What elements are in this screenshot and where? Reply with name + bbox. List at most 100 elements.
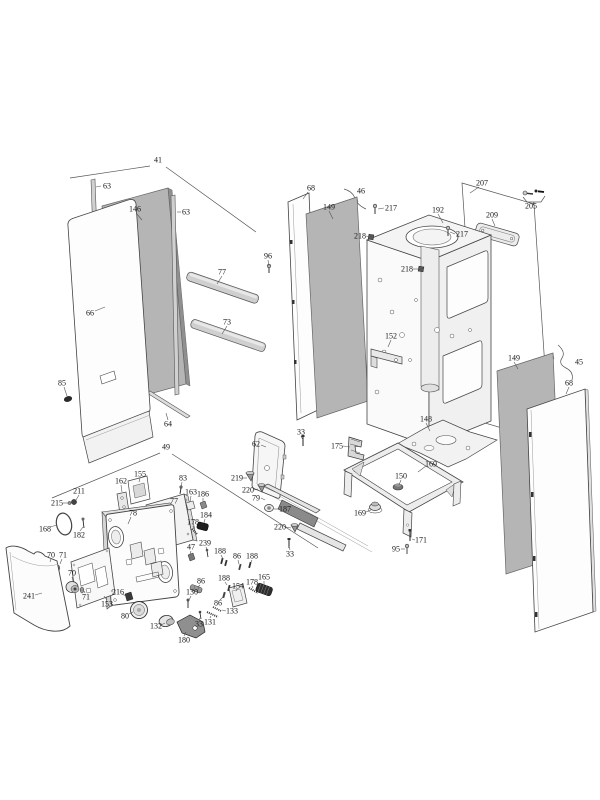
part-label: 63 <box>103 182 111 191</box>
part-label: 162 <box>115 477 127 486</box>
chassis-window-lower <box>442 340 483 404</box>
leader-line <box>160 622 166 626</box>
part-label: 46 <box>357 187 365 196</box>
part-label: 187 <box>279 505 291 514</box>
leader-line <box>260 497 266 501</box>
grommet-169-icon <box>367 501 383 514</box>
frame-leg-front <box>402 508 413 538</box>
washer-71-lower-icon <box>79 586 85 594</box>
part-label: 178 <box>187 518 199 527</box>
leader-line <box>253 488 259 491</box>
leader-line <box>183 631 187 637</box>
part-label: 149 <box>323 203 335 212</box>
part-label: 77 <box>218 268 226 277</box>
part-label: 131 <box>204 618 216 627</box>
leader-line <box>365 235 371 238</box>
screw-33-bottom-icon <box>198 610 202 620</box>
part-label: 96 <box>264 252 272 261</box>
part-label: 153 <box>101 600 113 609</box>
panel-clip <box>294 360 297 364</box>
knob-70-lower-icon <box>65 581 80 593</box>
leader-line <box>127 516 132 525</box>
part-label: 184 <box>200 511 212 520</box>
panel-clip <box>529 432 532 437</box>
frame-leg-right <box>452 480 462 507</box>
leader-line <box>387 339 392 348</box>
part-label: 217 <box>456 230 468 239</box>
front-panel-66 <box>67 199 151 440</box>
leader-line <box>267 259 270 267</box>
screw-171-icon <box>408 529 412 541</box>
gasket-ring-168 <box>55 512 73 536</box>
hinge-rail-79b <box>296 522 347 552</box>
leader-line <box>221 609 227 612</box>
spring-131-icon <box>206 611 219 618</box>
pin-188a2-icon <box>224 559 228 567</box>
leader-line <box>220 554 224 560</box>
part-label: 86 <box>233 552 241 561</box>
flue-duct <box>420 245 440 391</box>
chassis-window-upper <box>446 250 489 319</box>
part-label: 220 <box>274 523 286 532</box>
panel-clip <box>531 492 534 497</box>
grommet-150-icon <box>392 483 404 491</box>
washer-215-icon <box>67 501 72 505</box>
part-label: 217 <box>385 204 397 213</box>
hinge-bracket-79 <box>277 499 319 528</box>
leader-line <box>251 585 254 589</box>
trim-strip-64 <box>146 390 191 419</box>
part-label: 216 <box>112 588 124 597</box>
chassis-holes <box>374 277 472 395</box>
bracket-175 <box>347 436 365 461</box>
part-label: 79 <box>252 494 260 503</box>
leader-line <box>103 595 108 601</box>
part-label: 148 <box>420 415 432 424</box>
display-window-155 <box>127 475 151 505</box>
leader-line <box>513 361 519 370</box>
leader-line <box>209 615 212 619</box>
pin-86a-icon <box>238 563 242 571</box>
leader-line <box>192 525 195 530</box>
part-label: 66 <box>86 309 94 318</box>
callout-bracket-lines <box>51 165 573 553</box>
part-label: 218 <box>401 265 413 274</box>
trim-strip-63-right <box>170 194 180 396</box>
inner-cover-62 <box>251 431 286 499</box>
pin-133-icon <box>212 606 222 612</box>
screw-95-icon <box>404 543 410 554</box>
part-label: 188 <box>218 574 230 583</box>
part-label: 239 <box>199 539 211 548</box>
part-label: 62 <box>252 440 260 449</box>
part-label: 86 <box>197 577 205 586</box>
part-label: 182 <box>73 531 85 540</box>
leader-line <box>180 481 183 488</box>
part-label: 68 <box>565 379 573 388</box>
part-label: 219 <box>231 474 243 483</box>
pin-86c-icon <box>222 591 226 599</box>
plate-154-icon <box>228 583 248 608</box>
leader-line <box>94 306 106 312</box>
part-label: 186 <box>197 490 209 499</box>
cone-grommet-219-icon <box>245 471 255 482</box>
leader-line <box>224 581 228 586</box>
part-label: 41 <box>154 156 162 165</box>
panel-clip <box>533 556 536 561</box>
part-label: 154 <box>232 582 244 591</box>
leader-line <box>63 386 68 397</box>
cone-grommet-220a-icon <box>257 483 266 493</box>
leader-line <box>285 526 292 529</box>
pin-188a-icon <box>220 557 224 565</box>
knurled-knob-165-icon <box>255 583 273 597</box>
logo-plate-85 <box>63 396 73 402</box>
leader-line <box>138 477 141 483</box>
panel-clip <box>535 612 538 617</box>
part-label: 63 <box>182 208 190 217</box>
leader-line <box>491 218 496 227</box>
part-label: 132 <box>150 622 162 631</box>
part-label: 169 <box>354 509 366 518</box>
hinge-rail-79 <box>263 483 321 514</box>
part-label: 95 <box>392 545 400 554</box>
part-label: 85 <box>58 379 66 388</box>
part-label: 152 <box>385 332 397 341</box>
part-label: 86 <box>214 599 222 608</box>
